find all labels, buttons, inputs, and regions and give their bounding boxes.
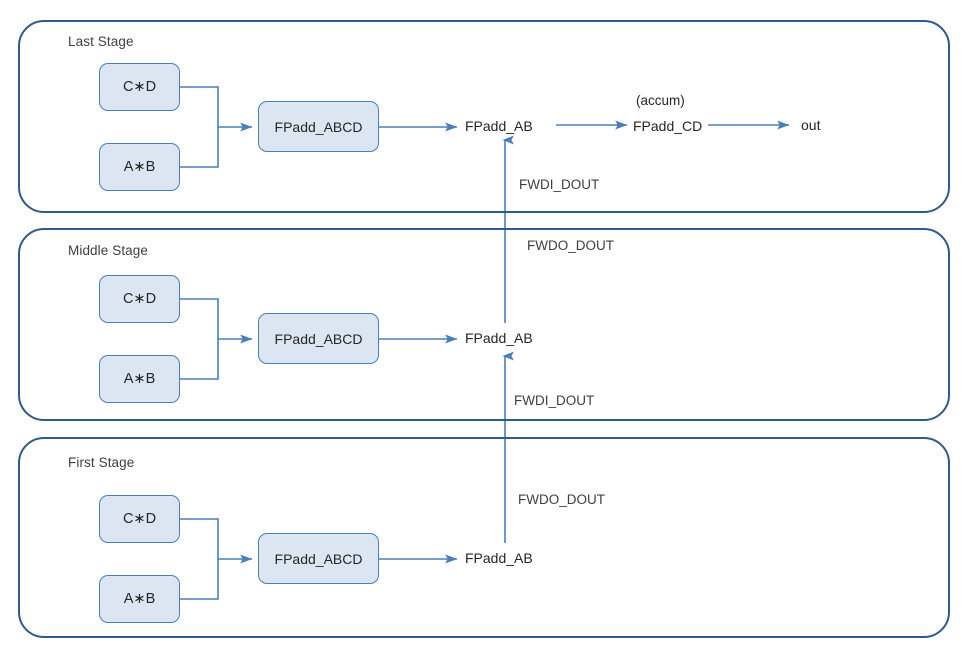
stage-last-title: Last Stage bbox=[68, 34, 134, 49]
stage-last-block-mul-ab[interactable]: A∗B bbox=[99, 143, 180, 191]
stage-first-block-mul-ab[interactable]: A∗B bbox=[99, 575, 180, 623]
stage-first-node-fpadd-ab[interactable]: FPadd_AB bbox=[465, 550, 533, 566]
stage-first-block-mul-cd[interactable]: C∗D bbox=[99, 495, 180, 543]
stage-last-block-mul-cd[interactable]: C∗D bbox=[99, 63, 180, 111]
stage-middle-block-adder-abcd[interactable]: FPadd_ABCD bbox=[258, 313, 379, 364]
stage-middle-title: Middle Stage bbox=[68, 243, 148, 258]
stage-last-block-adder-abcd[interactable]: FPadd_ABCD bbox=[258, 101, 379, 152]
stage-first bbox=[18, 437, 950, 638]
stage-last-node-fpadd-ab[interactable]: FPadd_AB bbox=[465, 118, 533, 134]
stage-middle-wire-label-fwdi-dout: FWDI_DOUT bbox=[514, 393, 595, 408]
stage-middle-block-mul-cd[interactable]: C∗D bbox=[99, 275, 180, 323]
stage-middle-block-mul-ab[interactable]: A∗B bbox=[99, 355, 180, 403]
stage-middle-wire-label-fwdo-dout: FWDO_DOUT bbox=[527, 238, 614, 253]
stage-last-wire-label-fwdi-dout: FWDI_DOUT bbox=[519, 177, 600, 192]
stage-last-accum-note: (accum) bbox=[636, 93, 685, 108]
stage-last-node-out[interactable]: out bbox=[801, 117, 821, 133]
stage-first-block-adder-abcd[interactable]: FPadd_ABCD bbox=[258, 533, 379, 584]
stage-middle-node-fpadd-ab[interactable]: FPadd_AB bbox=[465, 330, 533, 346]
stage-first-title: First Stage bbox=[68, 455, 135, 470]
stage-middle bbox=[18, 228, 950, 421]
stage-last bbox=[18, 20, 950, 213]
stage-last-node-fpadd-cd[interactable]: FPadd_CD bbox=[633, 118, 703, 134]
stage-first-wire-label-fwdo-dout: FWDO_DOUT bbox=[518, 492, 605, 507]
